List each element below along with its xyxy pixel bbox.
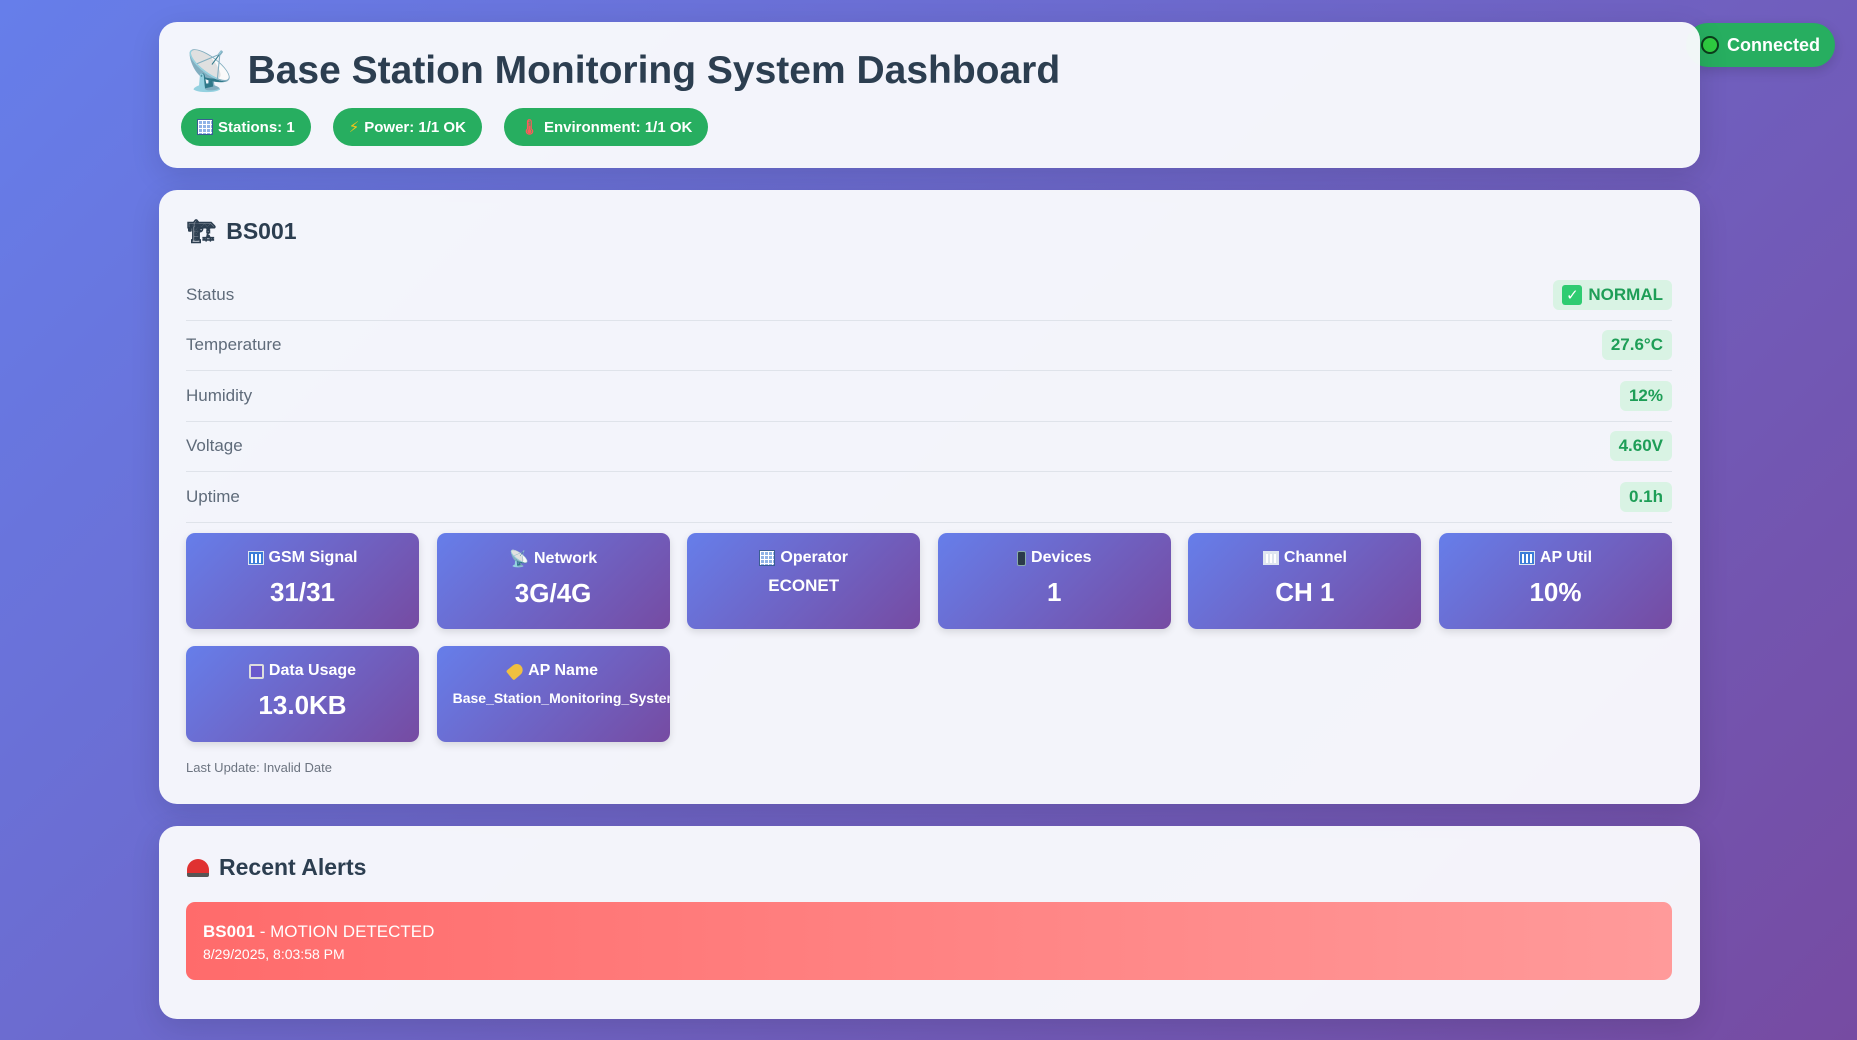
alerts-title-text: Recent Alerts: [219, 854, 367, 880]
stations-pill: Stations: 1: [181, 108, 311, 146]
check-icon: ✓: [1562, 284, 1583, 305]
temperature-row: Temperature 27.6°C: [186, 321, 1672, 371]
thermometer-icon: 🌡: [519, 118, 539, 136]
tile-label: GSM Signal: [268, 549, 358, 566]
ap-name-tile: AP Name Base_Station_Monitoring_System: [436, 646, 670, 742]
voltage-value: 4.60V: [1609, 431, 1672, 462]
power-pill-label: Power: 1/1 OK: [364, 118, 466, 136]
tile-label: Channel: [1283, 549, 1347, 566]
bar-chart-icon: [1262, 551, 1279, 565]
tile-label: Network: [533, 549, 598, 567]
voltage-row: Voltage 4.60V: [186, 422, 1672, 472]
connection-label: Connected: [1726, 34, 1820, 55]
uptime-label: Uptime: [186, 486, 240, 506]
devices-tile: Devices 1: [937, 533, 1171, 629]
signal-bars-icon: [1518, 551, 1535, 565]
alert-message-line: BS001 - MOTION DETECTED: [203, 922, 1655, 942]
tag-icon: [506, 661, 526, 681]
tile-value: 3G/4G: [514, 578, 592, 608]
uptime-value: 0.1h: [1619, 481, 1672, 512]
alert-station: BS001: [203, 922, 255, 941]
tile-label: Devices: [1031, 549, 1092, 566]
signal-bars-icon: [247, 551, 264, 565]
operator-tile: Operator ECONET: [687, 533, 921, 629]
temperature-label: Temperature: [186, 335, 282, 355]
station-tiles: GSM Signal 31/31 📡Network 3G/4G Operator…: [186, 533, 1672, 742]
alerts-card: Recent Alerts BS001 - MOTION DETECTED 8/…: [159, 826, 1700, 1019]
humidity-value: 12%: [1619, 380, 1672, 411]
tile-label: AP Name: [528, 662, 599, 679]
summary-pills: Stations: 1 ⚡ Power: 1/1 OK 🌡 Environmen…: [181, 108, 709, 146]
stations-pill-label: Stations: 1: [218, 118, 295, 136]
satellite-dish-icon: 📡: [509, 549, 529, 568]
humidity-label: Humidity: [186, 385, 253, 405]
station-name: BS001: [226, 218, 297, 244]
tile-value: CH 1: [1275, 577, 1335, 607]
satellite-antenna-icon: 📡: [185, 49, 234, 94]
station-metrics: Status ✓ NORMAL Temperature 27.6°C Humid…: [186, 270, 1672, 523]
tile-value: 31/31: [269, 577, 336, 607]
station-card: 🏗 BS001 Status ✓ NORMAL Temperature 27.6…: [159, 190, 1700, 804]
header-card: 📡 Base Station Monitoring System Dashboa…: [159, 22, 1700, 168]
alerts-title: Recent Alerts: [187, 854, 366, 881]
tile-value: 1: [1047, 577, 1062, 607]
temperature-value: 27.6°C: [1601, 330, 1672, 361]
alert-separator: -: [254, 922, 271, 941]
alert-timestamp: 8/29/2025, 8:03:58 PM: [203, 946, 345, 962]
environment-pill-label: Environment: 1/1 OK: [543, 118, 693, 136]
network-tile: 📡Network 3G/4G: [436, 533, 670, 629]
humidity-row: Humidity 12%: [186, 371, 1672, 422]
tile-value: 13.0KB: [258, 690, 347, 720]
tile-label: Data Usage: [268, 662, 357, 679]
tile-value: ECONET: [768, 576, 840, 595]
connection-badge: Connected: [1686, 23, 1835, 67]
mobile-phone-icon: [1017, 550, 1027, 566]
page-title: 📡 Base Station Monitoring System Dashboa…: [185, 48, 1060, 94]
gsm-signal-tile: GSM Signal 31/31: [186, 533, 419, 629]
tile-label: Operator: [780, 549, 848, 566]
building-icon: [759, 550, 776, 566]
floppy-disk-icon: [248, 663, 264, 679]
status-label: Status: [186, 284, 235, 304]
tile-value: Base_Station_Monitoring_System: [452, 690, 670, 706]
status-badge: ✓ NORMAL: [1553, 279, 1672, 310]
alert-message: MOTION DETECTED: [270, 922, 435, 941]
page-title-text: Base Station Monitoring System Dashboard: [247, 49, 1061, 92]
status-row: Status ✓ NORMAL: [186, 270, 1672, 321]
status-value: NORMAL: [1588, 284, 1663, 304]
siren-icon: [187, 858, 209, 877]
tile-value: 10%: [1529, 577, 1582, 607]
voltage-label: Voltage: [186, 436, 243, 456]
lightning-icon: ⚡: [348, 118, 360, 136]
uptime-row: Uptime 0.1h: [186, 472, 1672, 523]
environment-pill: 🌡 Environment: 1/1 OK: [503, 108, 709, 146]
channel-tile: Channel CH 1: [1188, 533, 1422, 629]
alert-item: BS001 - MOTION DETECTED 8/29/2025, 8:03:…: [186, 902, 1672, 980]
tile-label: AP Util: [1539, 549, 1593, 566]
station-title: 🏗 BS001: [187, 218, 297, 245]
building-icon: [197, 119, 213, 135]
ap-util-tile: AP Util 10%: [1438, 533, 1672, 629]
status-dot-icon: [1700, 36, 1719, 54]
data-usage-tile: Data Usage 13.0KB: [186, 646, 419, 742]
power-pill: ⚡ Power: 1/1 OK: [332, 108, 482, 146]
station-tower-icon: 🏗: [187, 219, 217, 245]
last-update: Last Update: Invalid Date: [186, 760, 332, 775]
